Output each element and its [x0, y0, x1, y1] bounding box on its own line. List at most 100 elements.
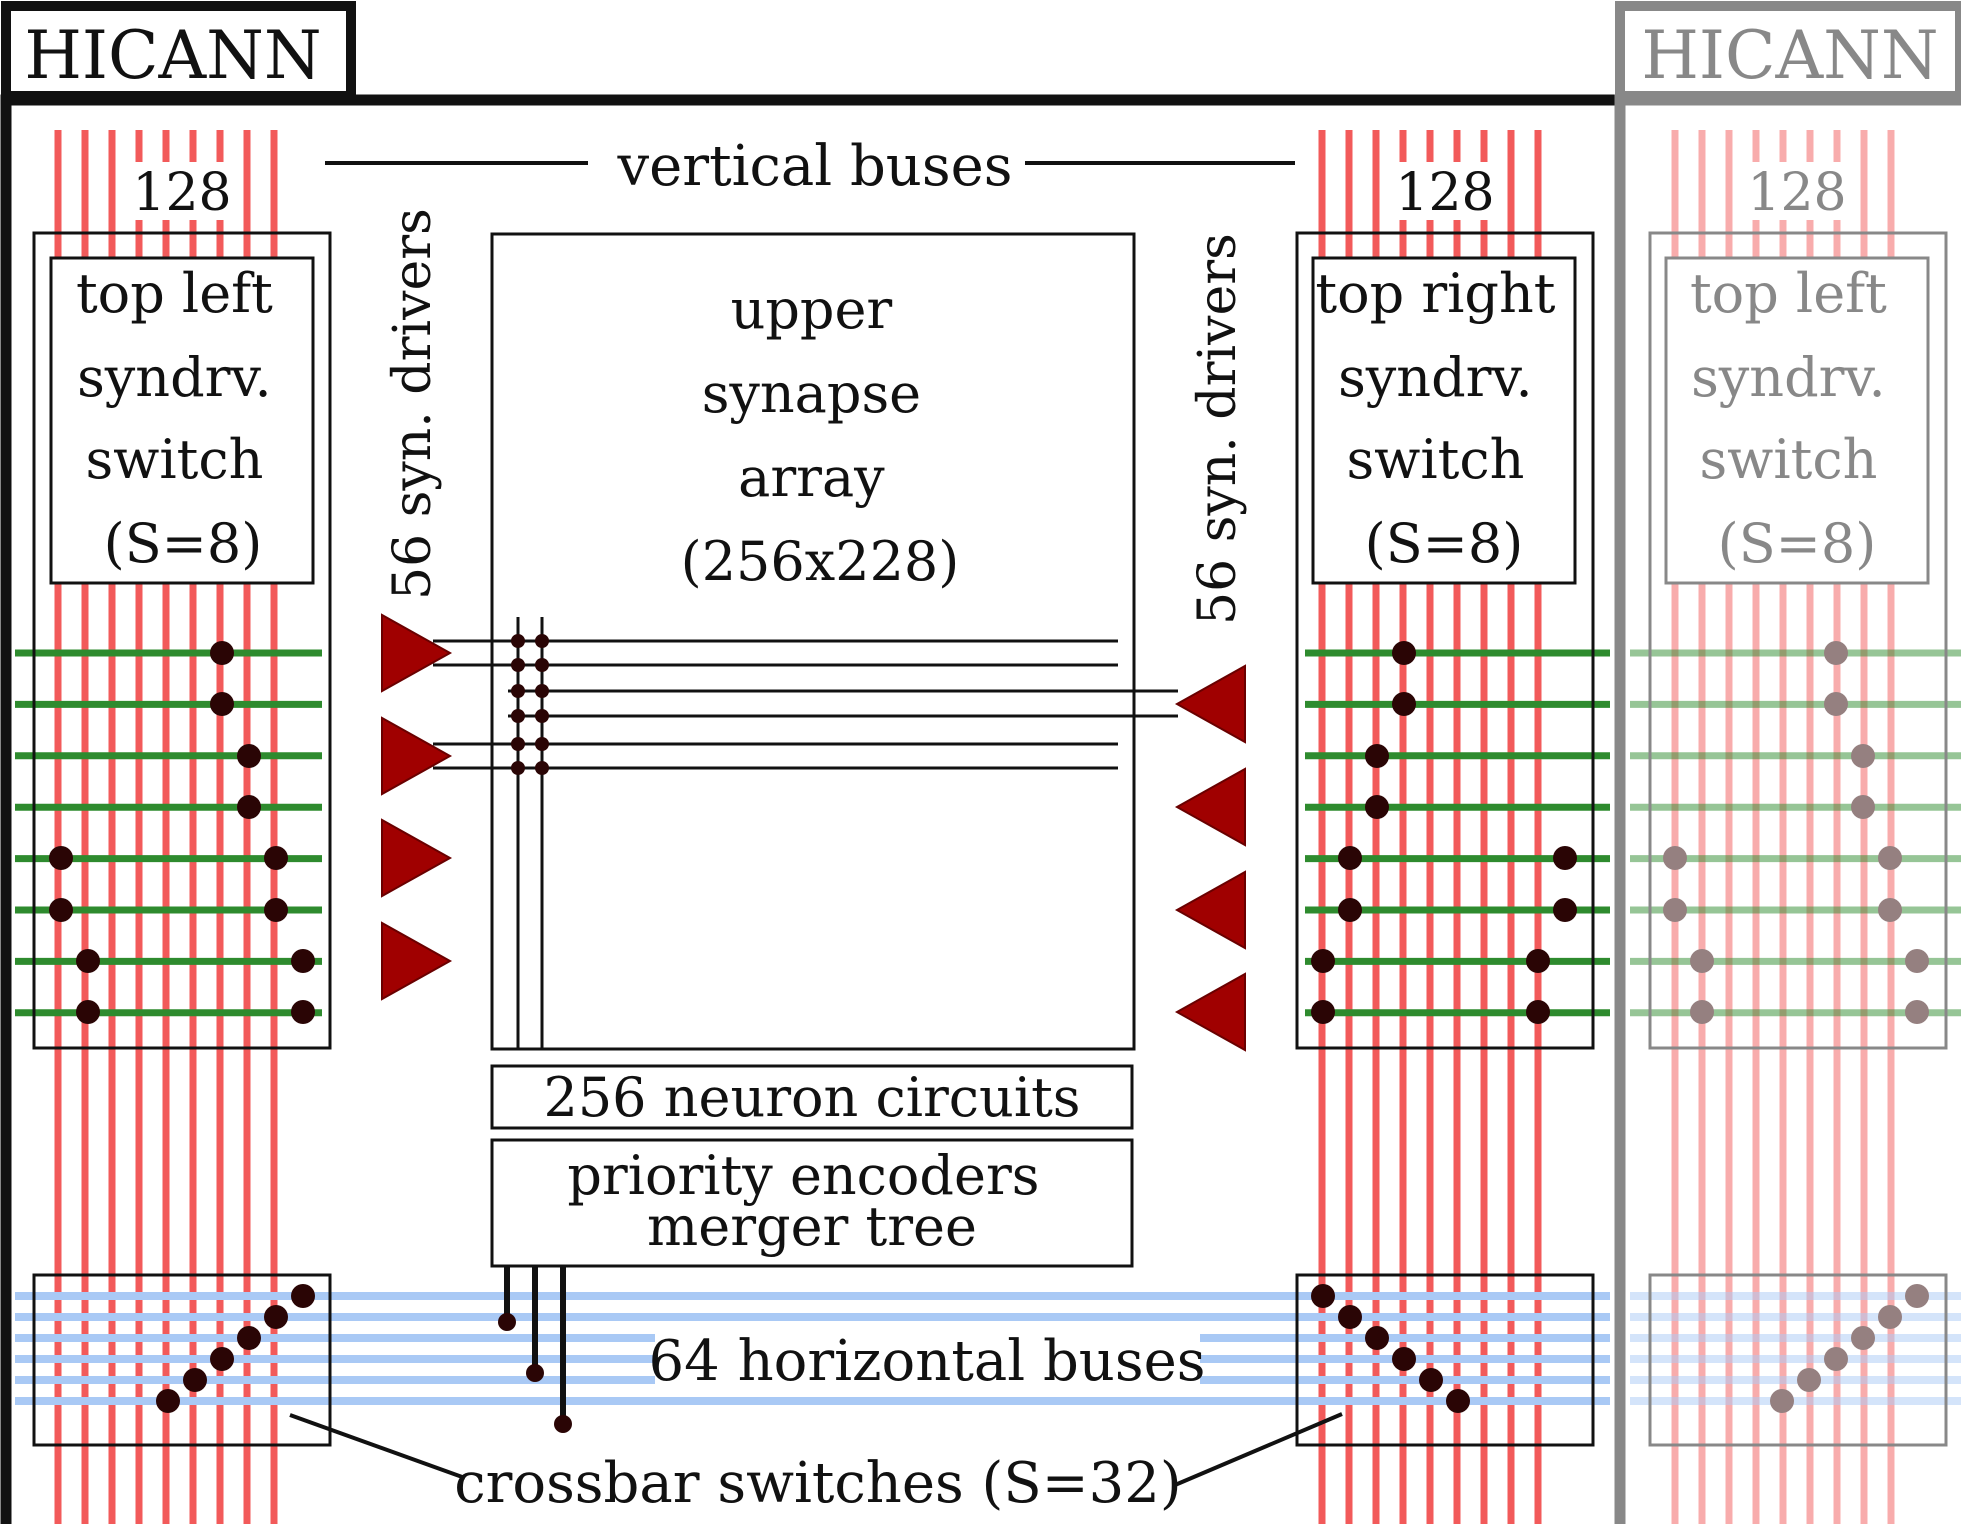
switch-dot [76, 949, 100, 973]
syn-driver-triangle [1174, 972, 1246, 1052]
crossbar-dot [1446, 1389, 1470, 1413]
neighbor-switch-line: top left [1690, 262, 1887, 325]
syn-drivers-right-label: 56 syn. drivers [1188, 233, 1248, 625]
horizontal-buses-label-bg [655, 1330, 1200, 1392]
top-left-switch-label-box [49, 256, 315, 585]
switch-dot [1553, 898, 1577, 922]
neuron-circuits-box [490, 1064, 1134, 1130]
crossbar-dot [1905, 1284, 1929, 1308]
switch-dot [1338, 846, 1362, 870]
neighbor-switch-line: (S=8) [1718, 512, 1877, 575]
neighbor-switch-label-box [1664, 256, 1930, 585]
neighbor-switch-line: syndrv. [1691, 346, 1886, 409]
syn-driver-triangle [381, 818, 453, 898]
neighbor-switch-line: switch [1699, 428, 1877, 491]
top-left-switch-line: switch [85, 428, 263, 491]
top-right-switch-line: switch [1346, 428, 1524, 491]
synapse-dot [511, 737, 525, 751]
bus-count-left: 128 [132, 163, 231, 223]
crossbar-dot [210, 1347, 234, 1371]
top-right-switch-label-box [1311, 256, 1577, 585]
switch-dot [1851, 744, 1875, 768]
syn-driver-triangle [1174, 870, 1246, 950]
synapse-dot [511, 684, 525, 698]
switch-dot [1338, 898, 1362, 922]
crossbar-dot [1770, 1389, 1794, 1413]
switch-dot [264, 898, 288, 922]
crossbar-leader-right [1174, 1412, 1343, 1487]
top-left-syndrv-switch-box [32, 231, 332, 1050]
priority-encoders-label: priority encoders merger tree [567, 1144, 1056, 1258]
switch-dot [210, 641, 234, 665]
synapse-dot [511, 761, 525, 775]
syn-driver-triangle [381, 613, 453, 693]
switch-dot [1392, 641, 1416, 665]
synapse-dot [535, 684, 549, 698]
switch-dot [1851, 795, 1875, 819]
syn-drivers-left-label: 56 syn. drivers [383, 208, 443, 600]
crossbar-dot [1311, 1284, 1335, 1308]
crossbar-box-right [1295, 1273, 1595, 1447]
switch-dot [237, 795, 261, 819]
switch-dot [49, 898, 73, 922]
crossbar-dot [1392, 1347, 1416, 1371]
switch-dot [210, 692, 234, 716]
switch-dot [1311, 1000, 1335, 1024]
crossbar-leader-left [289, 1413, 466, 1480]
crossbar-dot [1338, 1305, 1362, 1329]
top-left-switch-line: (S=8) [104, 512, 263, 575]
synapse-array-line: array [738, 446, 885, 509]
synapse-dot [535, 634, 549, 648]
crossbar-dot [1851, 1326, 1875, 1350]
switch-dot [1311, 949, 1335, 973]
syn-driver-triangle [381, 921, 453, 1001]
neighbor-hicann-title: HICANN [1641, 17, 1938, 94]
switch-dot [1526, 949, 1550, 973]
synapse-array-line: (256x228) [681, 530, 960, 593]
top-left-switch-label: top left syndrv. switch (S=8) [76, 262, 290, 575]
neighbor-title-box [1615, 1, 1961, 101]
syn-driver-triangle [1174, 664, 1246, 744]
switch-dot [1663, 846, 1687, 870]
crossbar-switches-label: crossbar switches (S=32) [454, 1451, 1182, 1516]
syn-driver-triangles [381, 613, 1246, 1052]
switch-dot [1526, 1000, 1550, 1024]
crossbar-box-neighbor [1648, 1273, 1948, 1447]
synapse-dot [535, 658, 549, 672]
switch-dot [1690, 1000, 1714, 1024]
switch-dot [237, 744, 261, 768]
syn-driver-triangle [381, 716, 453, 796]
switch-dot [291, 949, 315, 973]
bus-count-bg-neighbor [1740, 162, 1855, 220]
synapse-dot [535, 761, 549, 775]
crossbar-box-left [32, 1273, 332, 1447]
vertical-buses-label: vertical buses [617, 134, 1013, 199]
synapse-array-line: synapse [702, 362, 921, 425]
synapse-dot [511, 634, 525, 648]
synapse-array-line: upper [731, 278, 893, 341]
synapse-dot [511, 658, 525, 672]
switch-dot [264, 846, 288, 870]
neuron-circuits-label: 256 neuron circuits [543, 1066, 1080, 1129]
switch-dot [1824, 641, 1848, 665]
priority-encoders-box [490, 1138, 1134, 1268]
switch-dot [1663, 898, 1687, 922]
bus-count-neighbor: 128 [1747, 163, 1846, 223]
crossbar-dot [1797, 1368, 1821, 1392]
bus-count-right: 128 [1395, 163, 1494, 223]
switch-dot [1392, 692, 1416, 716]
synapse-array-label: upper synapse array (256x228) [681, 278, 960, 593]
neighbor-syndrv-switch-box [1648, 231, 1948, 1050]
neighbor-switch-label: top left syndrv. switch (S=8) [1690, 262, 1904, 575]
top-right-switch-line: top right [1315, 262, 1555, 325]
encoder-output-lines [498, 1266, 572, 1433]
switch-dot [1553, 846, 1577, 870]
top-right-switch-line: (S=8) [1365, 512, 1524, 575]
hicann-title-box [1, 1, 356, 101]
switch-dot [76, 1000, 100, 1024]
switch-dot [1365, 744, 1389, 768]
synapse-dot [511, 709, 525, 723]
bus-count-bg-left [125, 162, 240, 220]
